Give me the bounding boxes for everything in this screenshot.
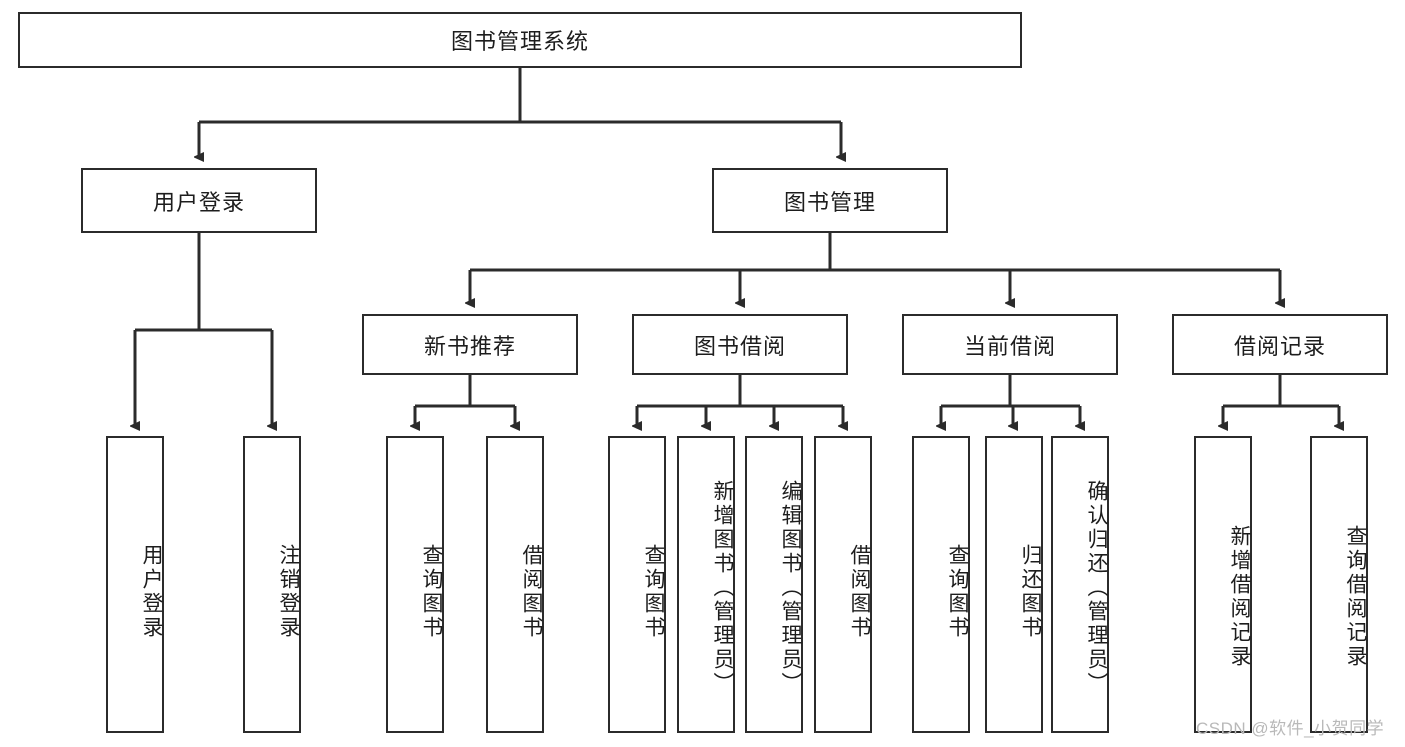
node-book-management[interactable]: 图书管理 (712, 168, 948, 233)
leaf-user-login-label: 用户登录 (140, 543, 163, 640)
leaf-borrow-book-recommend[interactable]: 借阅图书 (486, 436, 544, 733)
node-borrow-record[interactable]: 借阅记录 (1172, 314, 1388, 375)
leaf-add-borrow-record-label: 新增借阅记录 (1228, 524, 1251, 669)
leaf-add-book-admin[interactable]: 新增图书（管理员） (677, 436, 735, 733)
leaf-query-borrow-record-label: 查询借阅记录 (1344, 524, 1367, 669)
leaf-user-login[interactable]: 用户登录 (106, 436, 164, 733)
node-new-book-recommend-label: 新书推荐 (423, 333, 516, 359)
leaf-user-logout-label: 注销登录 (277, 543, 300, 640)
edge-borrowrecord-to-leaves (1223, 375, 1339, 426)
leaf-query-book-borrow[interactable]: 查询图书 (608, 436, 666, 733)
node-book-management-label: 图书管理 (783, 189, 876, 215)
node-user-login-label: 用户登录 (152, 189, 245, 215)
leaf-query-book-current-label: 查询图书 (946, 543, 969, 640)
node-current-borrow[interactable]: 当前借阅 (902, 314, 1118, 375)
leaf-user-logout[interactable]: 注销登录 (243, 436, 301, 733)
leaf-add-borrow-record[interactable]: 新增借阅记录 (1194, 436, 1252, 733)
edge-bookborrow-to-leaves (637, 375, 843, 426)
leaf-add-book-admin-label: 新增图书（管理员） (711, 479, 734, 696)
leaf-return-book-label: 归还图书 (1019, 543, 1042, 640)
leaf-edit-book-admin[interactable]: 编辑图书（管理员） (745, 436, 803, 733)
leaf-query-borrow-record[interactable]: 查询借阅记录 (1310, 436, 1368, 733)
node-user-login[interactable]: 用户登录 (81, 168, 317, 233)
node-book-borrow[interactable]: 图书借阅 (632, 314, 848, 375)
node-borrow-record-label: 借阅记录 (1233, 333, 1326, 359)
edge-currentborrow-to-leaves (941, 375, 1080, 426)
leaf-return-book[interactable]: 归还图书 (985, 436, 1043, 733)
leaf-query-book-current[interactable]: 查询图书 (912, 436, 970, 733)
leaf-query-book-recommend-label: 查询图书 (420, 543, 443, 640)
node-new-book-recommend[interactable]: 新书推荐 (362, 314, 578, 375)
leaf-confirm-return-admin-label: 确认归还（管理员） (1085, 479, 1108, 696)
leaf-borrow-book-label: 借阅图书 (848, 543, 871, 640)
leaf-borrow-book-recommend-label: 借阅图书 (520, 543, 543, 640)
leaf-confirm-return-admin[interactable]: 确认归还（管理员） (1051, 436, 1109, 733)
node-root-label: 图书管理系统 (450, 29, 589, 54)
leaf-edit-book-admin-label: 编辑图书（管理员） (779, 479, 802, 696)
leaf-query-book-borrow-label: 查询图书 (642, 543, 665, 640)
csdn-watermark: CSDN @软件_小贺同学 (1196, 719, 1385, 738)
edge-newbook-to-leaves (415, 375, 515, 426)
node-book-borrow-label: 图书借阅 (693, 333, 786, 359)
edge-root-to-level2 (199, 68, 841, 157)
leaf-borrow-book[interactable]: 借阅图书 (814, 436, 872, 733)
edge-userlogin-to-leaves (135, 233, 272, 426)
node-root[interactable]: 图书管理系统 (18, 12, 1022, 68)
node-current-borrow-label: 当前借阅 (963, 333, 1056, 359)
leaf-query-book-recommend[interactable]: 查询图书 (386, 436, 444, 733)
edge-bookmgmt-to-level3 (470, 233, 1280, 303)
